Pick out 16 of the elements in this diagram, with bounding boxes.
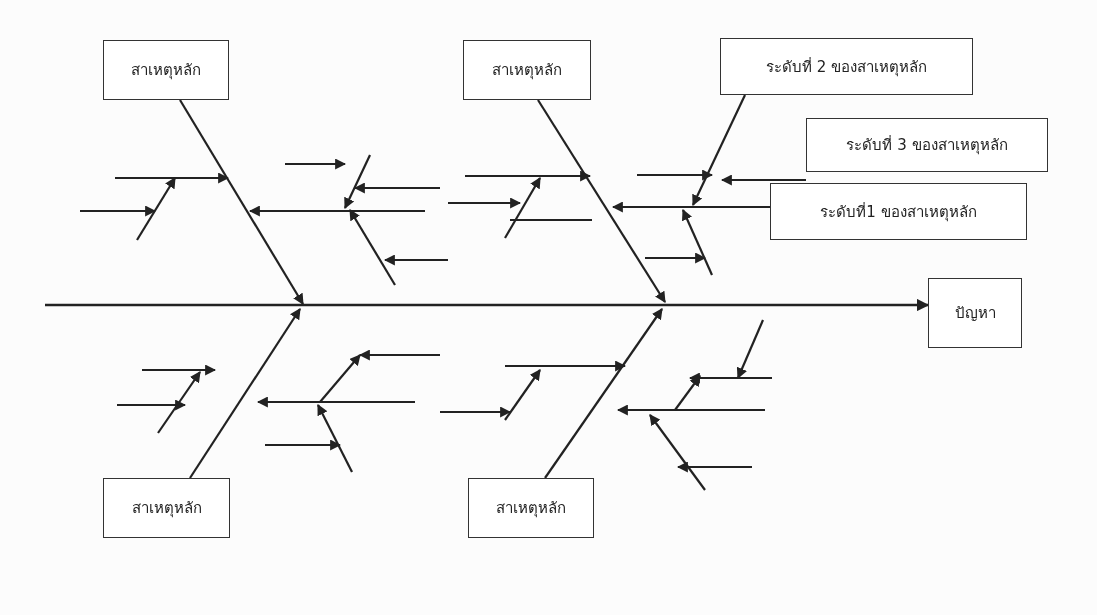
arrow [720, 174, 806, 186]
arrow [45, 298, 930, 312]
cause-box: สาเหตุหลัก [103, 478, 230, 538]
cause-box: สาเหตุหลัก [103, 40, 229, 100]
problem-box: ปัญหา [928, 278, 1022, 348]
arrow [179, 99, 304, 305]
cause-box: สาเหตุหลัก [463, 40, 591, 100]
arrow [692, 94, 746, 206]
cause-box: ระดับที่ 2 ของสาเหตุหลัก [720, 38, 973, 95]
cause-box: สาเหตุหลัก [468, 478, 594, 538]
arrow [544, 308, 663, 479]
arrow [611, 201, 770, 213]
arrow [189, 308, 301, 479]
cause-box: ระดับที่ 3 ของสาเหตุหลัก [806, 118, 1048, 172]
cause-box: ระดับที่1 ของสาเหตุหลัก [770, 183, 1027, 240]
arrow [537, 99, 666, 303]
